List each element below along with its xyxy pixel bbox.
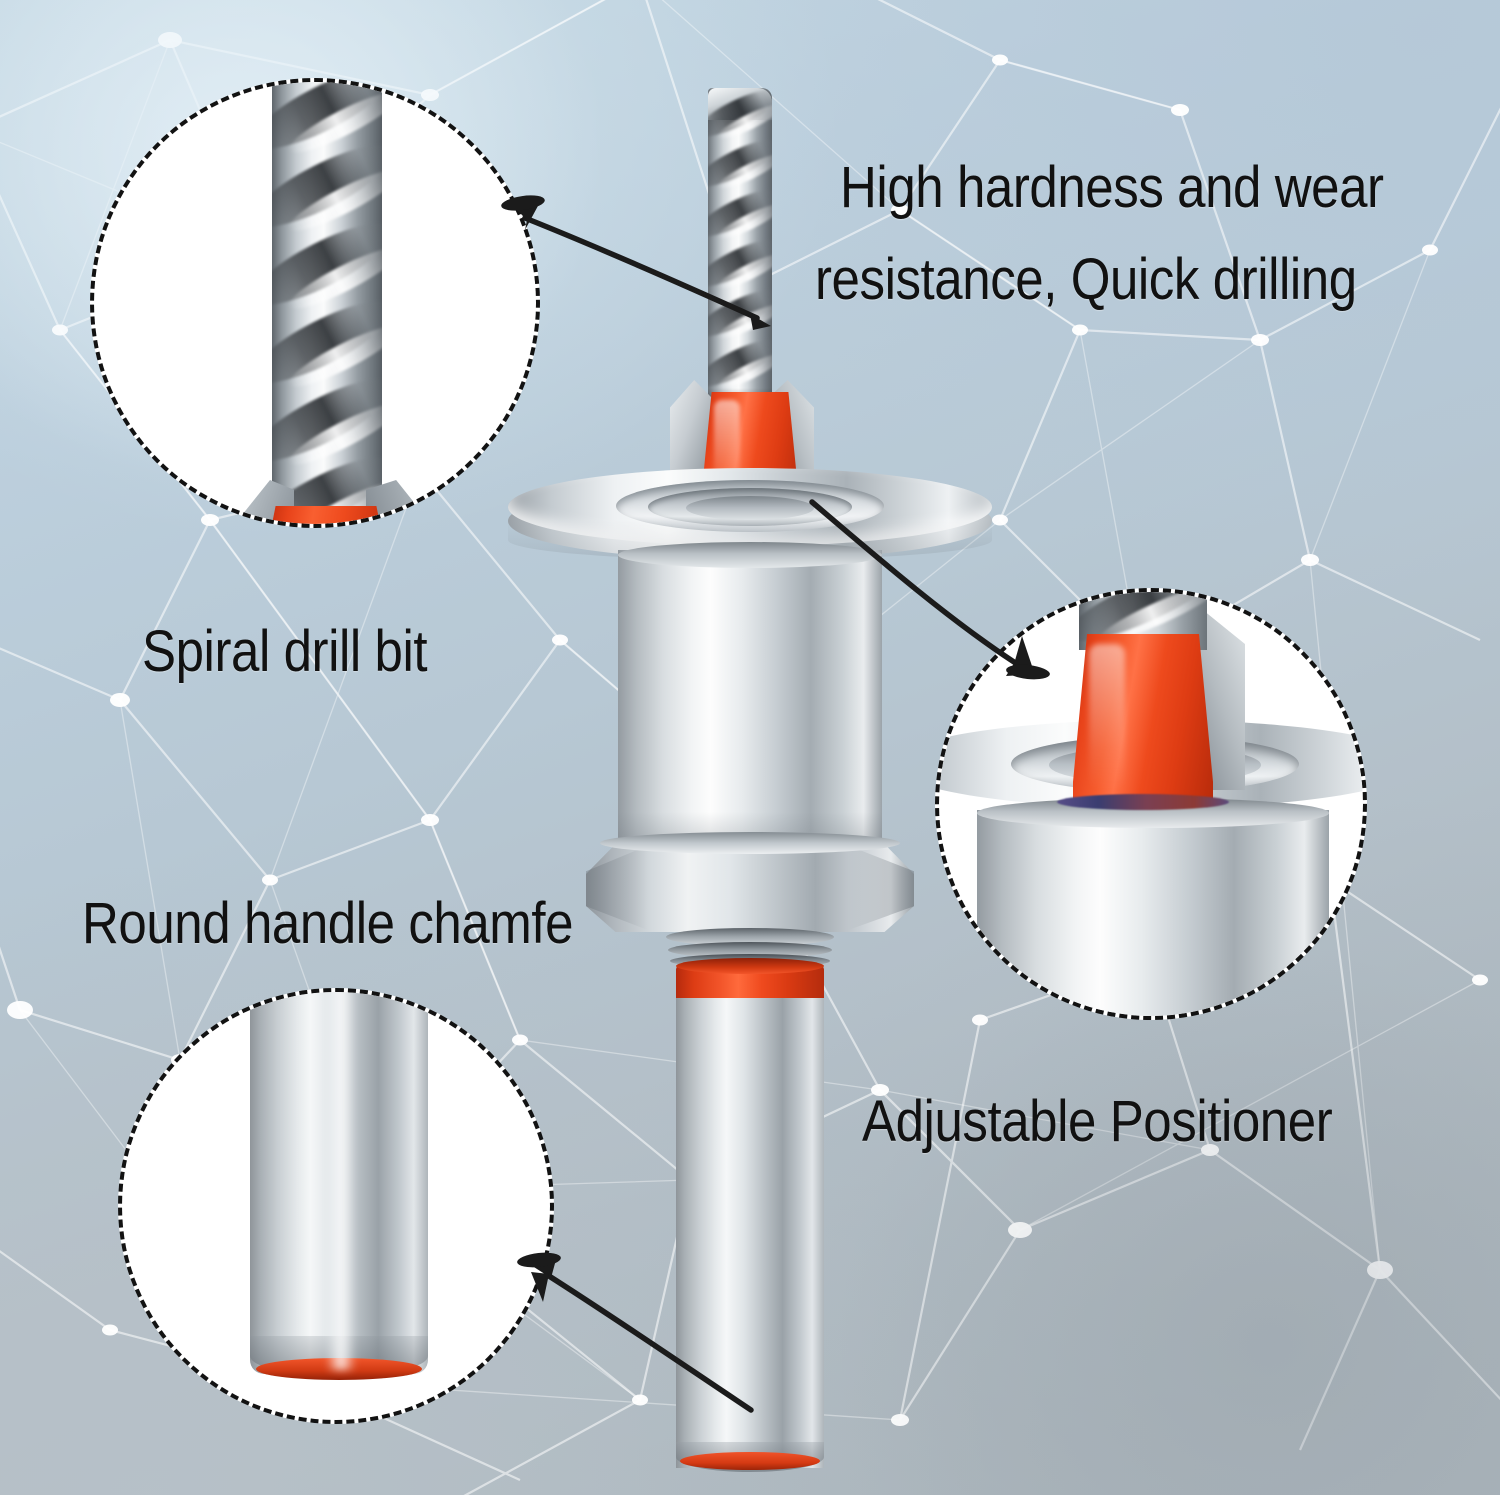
arrow-adjustable-positioner <box>809 499 1050 680</box>
feature-label-round-handle-chamfe: Round handle chamfe <box>82 891 574 956</box>
product-barrel-collar <box>618 550 882 846</box>
callout2-barrel <box>977 810 1329 1016</box>
callout-adjustable-positioner[interactable] <box>935 588 1367 1020</box>
headline-line-1: High hardness and wear <box>840 155 1384 220</box>
product-shank-chamfer-orange-tip <box>680 1452 820 1470</box>
callout-round-handle-chamfe[interactable] <box>118 988 554 1424</box>
callout2-cone-gloss <box>1089 644 1125 790</box>
feature-label-spiral-drill-bit: Spiral drill bit <box>142 619 428 684</box>
product-round-shank <box>676 998 824 1468</box>
callout3-shank-highlight <box>326 992 356 1370</box>
callout2-cone-base-blue-ring <box>1057 794 1229 810</box>
arrow-round-handle-chamfe <box>517 1252 754 1413</box>
product-assembly <box>490 80 1010 1472</box>
headline-line-2: resistance, Quick drilling <box>815 247 1357 312</box>
product-barrel-top-edge <box>618 542 882 568</box>
product-thread-ring-1 <box>666 928 834 946</box>
callout1-orange-cone <box>266 506 386 524</box>
callout-spiral-drill-bit[interactable] <box>90 78 540 528</box>
product-hex-top-ring <box>600 832 900 854</box>
product-orange-shank-ring-top <box>676 958 824 974</box>
arrow-spiral-drill-bit <box>501 195 771 330</box>
callout1-drill-bit-zoom <box>272 82 382 524</box>
feature-label-adjustable-positioner: Adjustable Positioner <box>862 1089 1333 1154</box>
